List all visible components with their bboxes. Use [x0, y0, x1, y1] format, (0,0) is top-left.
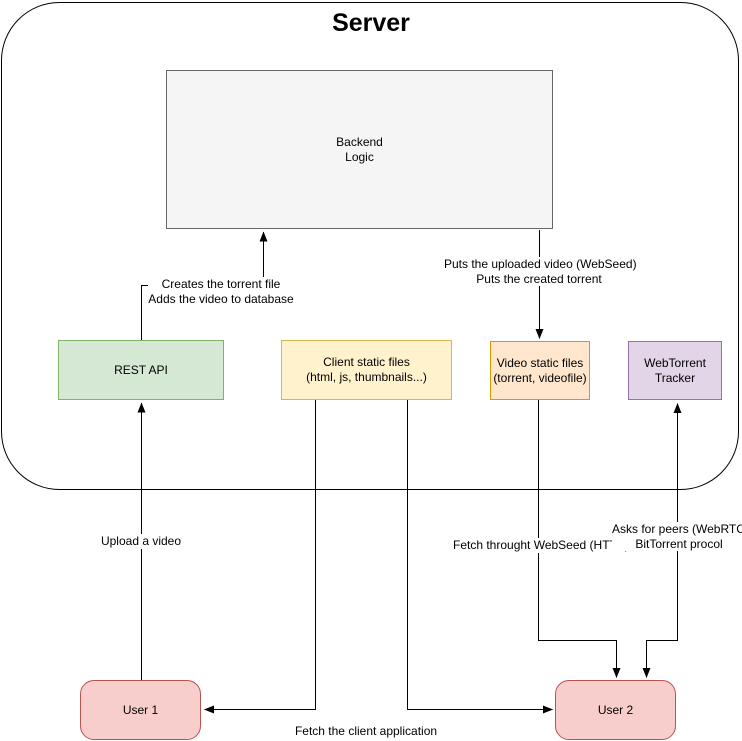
edge-client-files-to-user2 — [407, 400, 553, 714]
edge-label-fetch-client-app: Fetch the client application — [294, 724, 438, 739]
edge-label-asks-peers: Asks for peers (WebRTC) BitTorrent proco… — [612, 522, 742, 551]
rest-api-label: REST API — [114, 362, 168, 377]
edge-label-puts-video: Puts the uploaded video (WebSeed) Puts t… — [444, 257, 637, 286]
video-static-files-label-line2: (torrent, videofile) — [493, 370, 587, 385]
server-title: Server — [332, 9, 410, 37]
client-static-files-label-line2: (html, js, thumbnails...) — [306, 370, 427, 384]
edge-label-creates-torrent: Creates the torrent file Adds the video … — [148, 277, 294, 306]
backend-logic-label-line1: Backend — [336, 134, 383, 149]
client-static-files-node: Client static files (html, js, thumbnail… — [281, 340, 452, 400]
rest-api-node: REST API — [58, 340, 224, 400]
webtorrent-tracker-node: WebTorrent Tracker — [628, 341, 722, 400]
server-boundary — [1, 2, 739, 490]
video-static-files-label-line1: Video static files — [496, 355, 584, 370]
client-static-files-label-line1: Client static files — [323, 355, 410, 369]
backend-logic-label-line2: Logic — [345, 149, 374, 164]
edge-label-upload-video: Upload a video — [99, 534, 183, 549]
video-static-files-node: Video static files (torrent, videofile) — [490, 341, 590, 400]
backend-logic-node: Backend Logic — [166, 70, 553, 229]
user-2-label: User 2 — [597, 702, 634, 717]
webtorrent-tracker-label-line1: WebTorrent — [644, 355, 706, 370]
user-1-node: User 1 — [80, 680, 201, 740]
edge-label-fetch-webseed: Fetch throught WebSeed (HTTP) — [453, 538, 629, 553]
webtorrent-tracker-label-line2: Tracker — [654, 370, 696, 385]
user-1-label: User 1 — [122, 702, 159, 717]
edge-video-files-to-user2 — [538, 400, 621, 678]
edge-client-files-to-user1 — [204, 400, 316, 714]
user-2-node: User 2 — [555, 680, 676, 740]
